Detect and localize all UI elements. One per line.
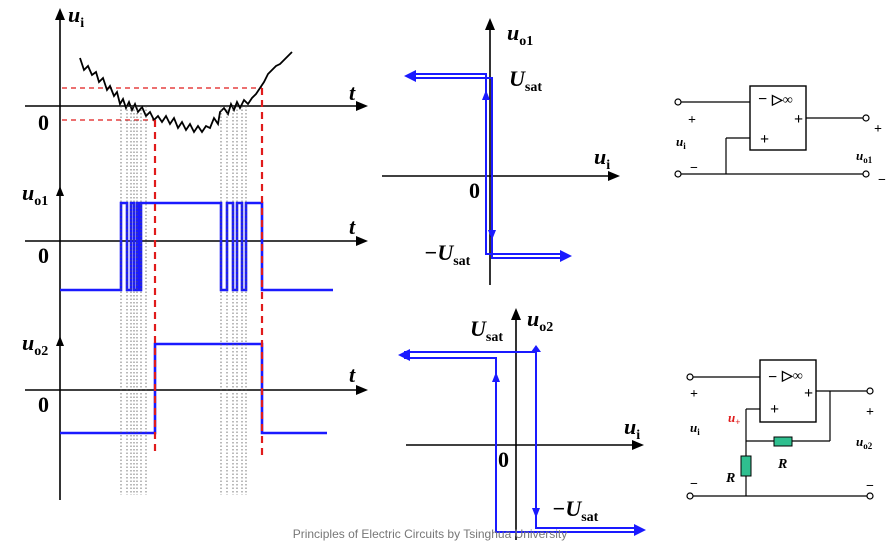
uo1-axis-arrow-icon <box>56 186 64 196</box>
opamp1-inv-plus: + <box>760 131 769 148</box>
hysteresis-up-arrow-icon <box>492 372 500 382</box>
opamp1-symbol: ▷∞ <box>771 93 793 108</box>
opamp2-out-plus: + <box>804 385 813 402</box>
hysteresis-right-arrow-icon <box>634 524 646 536</box>
schmitt-trigger-circuit: − ▷∞ + + + ui − u+ R R + uo2 − <box>686 359 874 500</box>
transfer1-zero-label: 0 <box>469 178 480 203</box>
opamp-2 <box>759 359 817 423</box>
ui-time-arrow-icon <box>356 101 368 111</box>
noisy-input-signal <box>79 51 293 134</box>
transfer2-zero-label: 0 <box>498 447 509 472</box>
uo2-time-arrow-icon <box>356 385 368 395</box>
waveform-panel: ui t 0 uo1 t 0 uo2 t 0 <box>22 2 368 500</box>
transfer1-path-a <box>410 73 566 255</box>
c2-uo2-label: uo2 <box>856 434 873 451</box>
uo1-time-arrow-icon <box>356 236 368 246</box>
hysteresis-corner-arrow-icon <box>531 345 541 352</box>
c1-ui-label: ui <box>676 134 686 151</box>
uo1-t-label: t <box>349 214 356 239</box>
opamp2-symbol: ▷∞ <box>781 369 803 384</box>
uo1-zero-label: 0 <box>38 243 49 268</box>
hysteresis-falling-path <box>404 357 640 533</box>
transfer1-up-arrow-icon <box>482 90 490 100</box>
feedback-resistor <box>773 436 793 447</box>
uo2-transfer-arrow-icon <box>511 308 521 320</box>
comparator-transfer-characteristic: uo1 ui 0 Usat −Usat <box>382 18 620 285</box>
c1-out-plus: + <box>874 122 882 137</box>
hysteresis-transfer-characteristic: uo2 ui 0 Usat −Usat <box>398 306 646 540</box>
c1-in-minus: − <box>690 161 698 176</box>
ui-axis-label: ui <box>68 2 84 31</box>
ui-hyst-label: ui <box>624 414 640 443</box>
opamp1-out-plus: + <box>794 111 803 128</box>
usat-label-2: Usat <box>470 316 503 345</box>
ui-transfer-label: ui <box>594 144 610 173</box>
uo1-output-trace <box>60 201 333 292</box>
ui-t-label: t <box>349 80 356 105</box>
switching-instant-guides <box>120 106 247 495</box>
output-terminal-bottom <box>862 170 870 178</box>
uo1-transfer-arrow-icon <box>485 18 495 30</box>
opamp-1 <box>749 85 807 151</box>
c2-ui-label: ui <box>690 420 700 437</box>
hysteresis-rising-path <box>404 351 640 529</box>
feedback-resistor-label: R <box>777 457 787 472</box>
opamp2-noninv-plus: + <box>770 401 779 418</box>
input-terminal-bottom <box>674 170 682 178</box>
transfer1-right-arrow-icon <box>560 250 572 262</box>
st-output-terminal-top <box>866 387 874 395</box>
st-input-terminal-bottom <box>686 492 694 500</box>
c1-uo1-label: uo1 <box>856 148 873 165</box>
input-terminal-top <box>674 98 682 106</box>
neg-usat-label-2: −Usat <box>552 496 599 525</box>
u-plus-label: u+ <box>728 410 740 427</box>
output-terminal-top <box>862 114 870 122</box>
uo2-transfer-label: uo2 <box>527 306 553 335</box>
transfer1-left-arrow-icon <box>404 70 416 82</box>
ui-hyst-arrow-icon <box>632 440 644 450</box>
comparator-circuit: − ▷∞ + + + ui − + uo1 − <box>674 85 886 188</box>
usat-label-1: Usat <box>509 66 542 95</box>
opamp2-minus: − <box>768 369 777 386</box>
uo1-transfer-label: uo1 <box>507 20 533 49</box>
ground-resistor-label: R <box>725 471 735 486</box>
st-output-terminal-bottom <box>866 492 874 500</box>
c1-in-plus: + <box>688 113 696 128</box>
uo2-t-label: t <box>349 362 356 387</box>
ui-zero-label: 0 <box>38 110 49 135</box>
transfer1-down-arrow-icon <box>488 230 496 240</box>
c2-in-minus: − <box>690 477 698 492</box>
hysteresis-down-arrow-icon <box>532 508 540 518</box>
c2-out-plus: + <box>866 405 874 420</box>
hysteresis-left-arrow-icon <box>398 349 410 361</box>
transfer1-path-b <box>410 77 566 259</box>
uo2-output-trace <box>60 342 327 435</box>
c1-out-minus: − <box>878 173 886 188</box>
c2-out-minus: − <box>866 479 874 494</box>
uo2-axis-arrow-icon <box>56 336 64 346</box>
footer-credit: Principles of Electric Circuits by Tsing… <box>293 527 568 541</box>
neg-usat-label-1: −Usat <box>424 240 471 269</box>
c2-in-plus: + <box>690 387 698 402</box>
uo2-zero-label: 0 <box>38 392 49 417</box>
ui-transfer-arrow-icon <box>608 171 620 181</box>
ui-axis-arrow-icon <box>55 8 65 20</box>
opamp1-minus: − <box>758 91 767 108</box>
uo2-axis-label: uo2 <box>22 330 48 359</box>
ground-resistor <box>740 455 752 477</box>
st-input-terminal-top <box>686 373 694 381</box>
uo1-axis-label: uo1 <box>22 180 48 209</box>
